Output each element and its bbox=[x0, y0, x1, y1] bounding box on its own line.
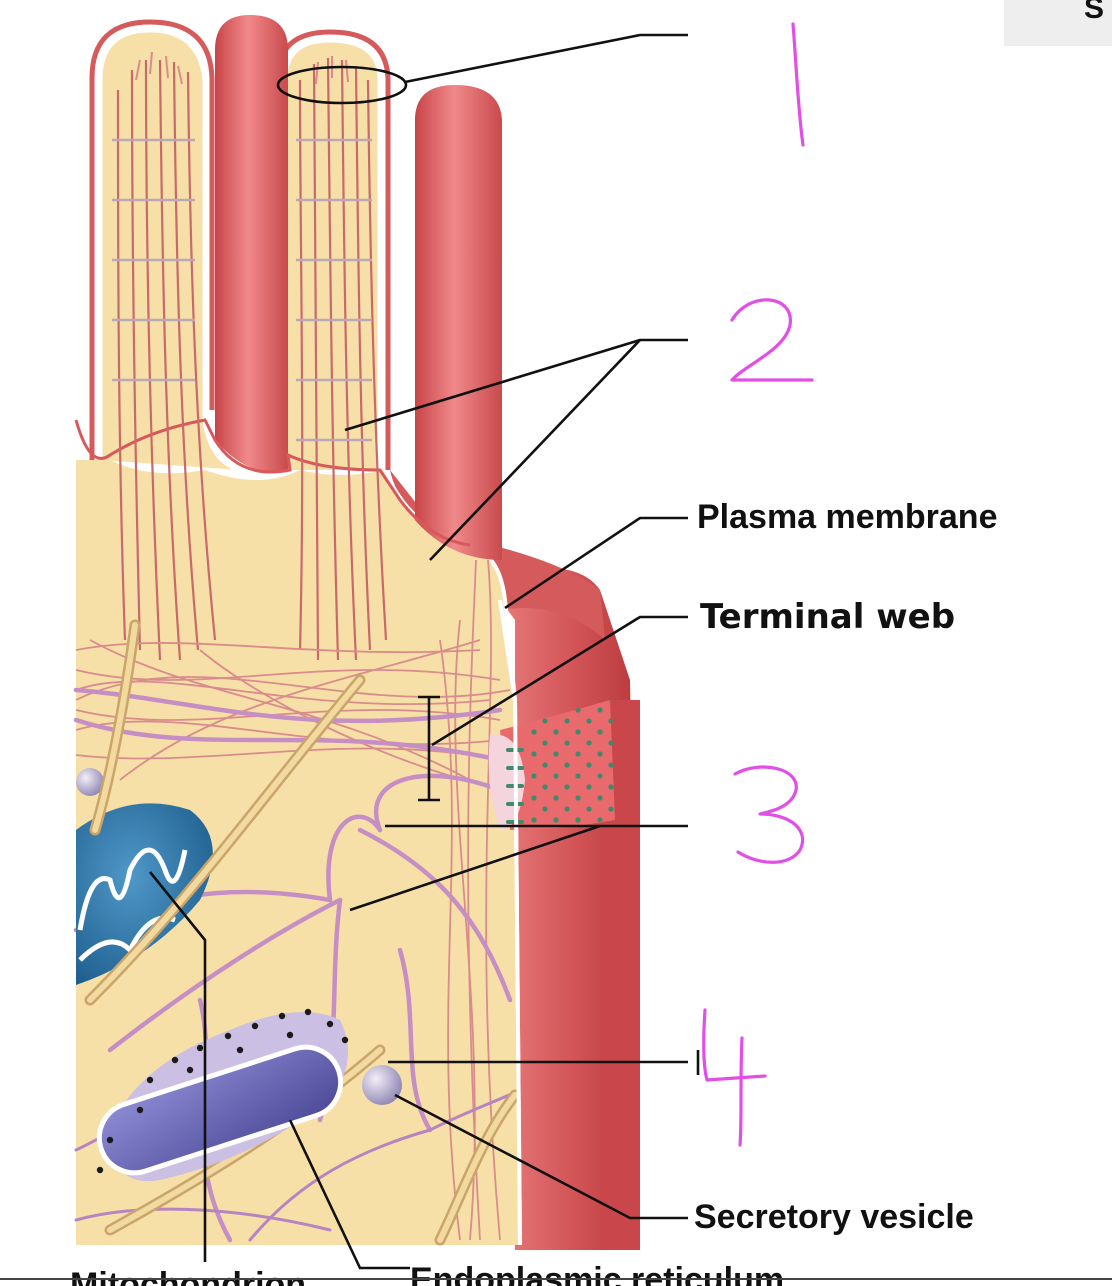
microtubules bbox=[84, 619, 521, 1246]
endoplasmic-reticulum bbox=[96, 1008, 349, 1182]
lateral-membrane bbox=[498, 599, 522, 1246]
microvillus-intact-1 bbox=[215, 15, 288, 472]
microvillus-intact-2 bbox=[415, 85, 502, 560]
handwritten-number-4: 4 bbox=[0, 0, 767, 1147]
small-vesicle bbox=[76, 768, 104, 796]
label-terminal-web: Terminal web bbox=[700, 597, 955, 637]
handwritten-number-3: 3 bbox=[0, 0, 805, 864]
secretory-vesicle bbox=[362, 1065, 402, 1105]
apical-membrane bbox=[74, 418, 471, 547]
handwritten-number-2: 2 bbox=[0, 0, 814, 382]
svg-text:3: 3 bbox=[0, 0, 1, 1]
label-secretory-vesicle: Secretory vesicle bbox=[694, 1198, 974, 1236]
svg-text:1: 1 bbox=[0, 0, 1, 1]
actin-bundles bbox=[112, 51, 388, 661]
label-endoplasmic-reticulum: Endoplasmic reticulum bbox=[410, 1261, 784, 1286]
label-plasma-membrane: Plasma membrane bbox=[697, 498, 998, 536]
svg-text:4: 4 bbox=[0, 0, 1, 1]
handwritten-number-1: 1 bbox=[0, 0, 805, 147]
svg-text:2: 2 bbox=[0, 0, 1, 1]
leader-lines bbox=[148, 33, 700, 1270]
svg-text:S: S bbox=[1084, 0, 1104, 25]
corner-tab: S bbox=[1004, 0, 1112, 46]
label-mitochondrion: Mitochondrion bbox=[70, 1266, 306, 1286]
